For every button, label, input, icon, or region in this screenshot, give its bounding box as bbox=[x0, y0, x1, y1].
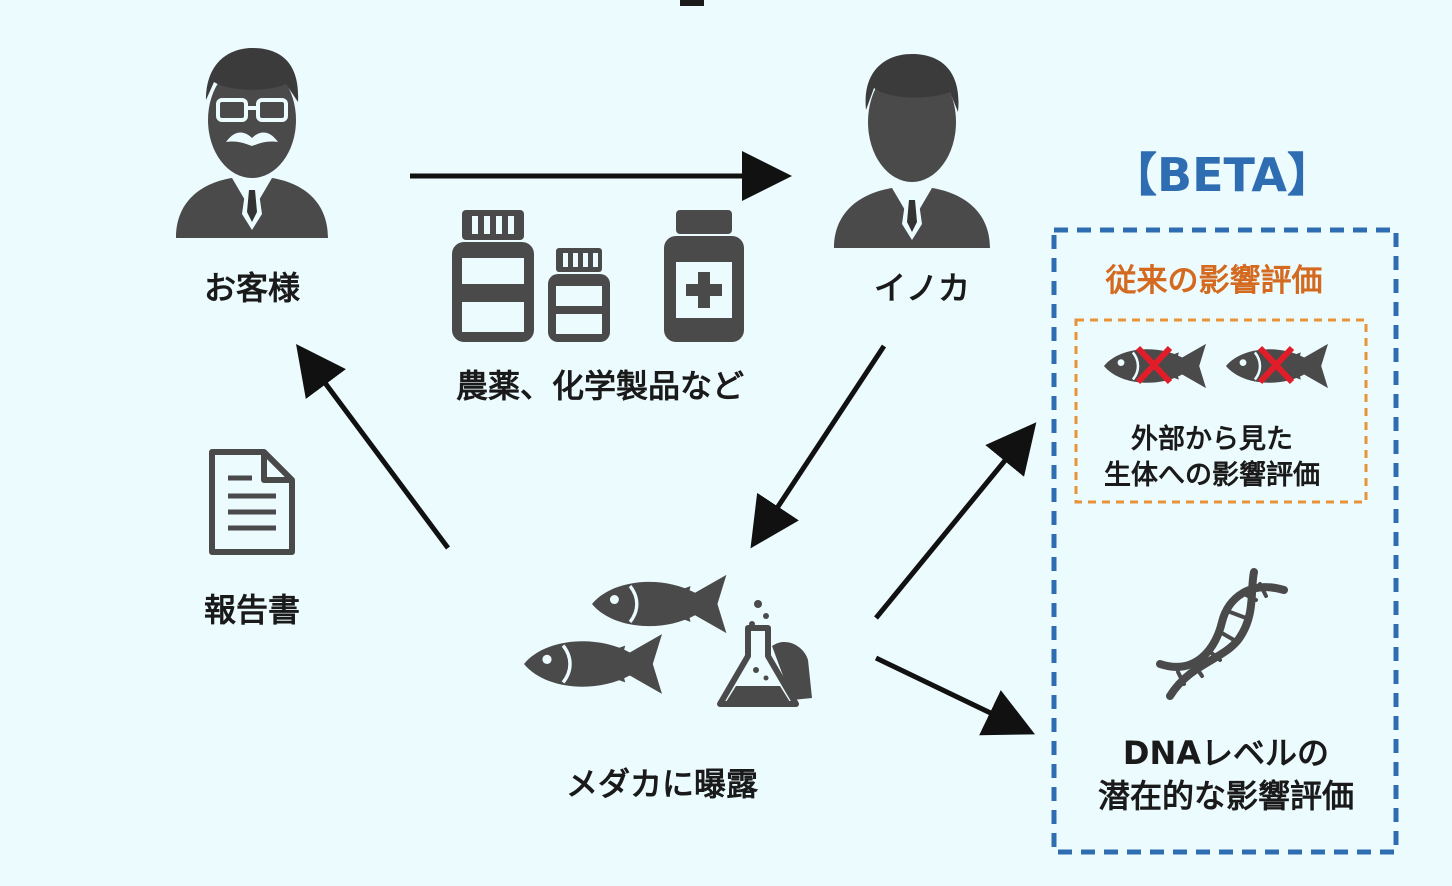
medicine-bottle-icon bbox=[664, 210, 744, 342]
top-edge-mark bbox=[680, 0, 704, 6]
arrow-exposure-to-conventional bbox=[874, 422, 1037, 620]
conventional-title: 従来の影響評価 bbox=[1105, 263, 1323, 299]
beta-title: 【BETA】 bbox=[1111, 148, 1333, 202]
businessman-with-glasses-icon bbox=[176, 48, 328, 238]
bottle-icon bbox=[452, 210, 534, 342]
conventional-description: 外部から見た 生体への影響評価 bbox=[1104, 422, 1320, 495]
small-bottle-icon bbox=[548, 248, 610, 342]
arrow-inoka-to-exposure bbox=[750, 344, 887, 549]
dna-helix-icon bbox=[1156, 568, 1288, 700]
customer-label: お客様 bbox=[203, 269, 301, 307]
beta-box-border bbox=[1051, 227, 1399, 855]
dna-description: DNAレベルの 潜在的な影響評価 bbox=[1098, 732, 1354, 818]
conventional-box-border bbox=[1074, 318, 1368, 504]
arrow-exposure-to-dna bbox=[874, 655, 1036, 736]
crossed-fish-icon bbox=[1102, 342, 1208, 390]
fish-icon bbox=[522, 573, 729, 696]
flask-icon bbox=[717, 600, 812, 707]
conventional-line2: 生体への影響評価 bbox=[1104, 460, 1320, 492]
exposure-label: メダカに曝露 bbox=[565, 765, 759, 803]
document-icon bbox=[209, 449, 295, 555]
dna-line2: 潜在的な影響評価 bbox=[1097, 777, 1355, 816]
arrow-exposure-to-customer bbox=[296, 343, 451, 550]
conventional-line1: 外部から見た bbox=[1131, 424, 1293, 455]
crossed-fish-icon bbox=[1224, 342, 1330, 390]
inoka-label: イノカ bbox=[873, 269, 971, 307]
businessman-icon bbox=[834, 54, 990, 248]
chemicals-label: 農薬、化学製品など bbox=[455, 367, 745, 405]
dna-line1: DNAレベルの bbox=[1122, 734, 1330, 772]
report-label: 報告書 bbox=[203, 591, 301, 629]
